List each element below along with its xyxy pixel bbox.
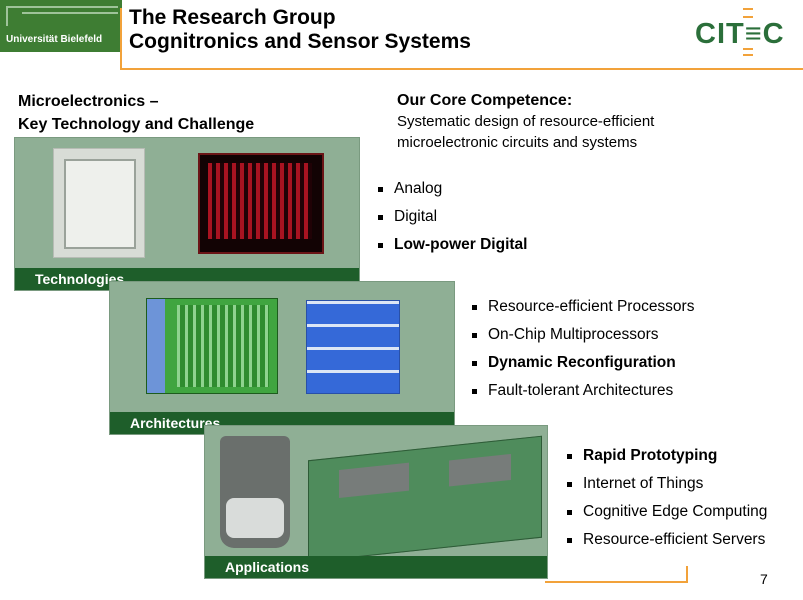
multiprocessor-image	[306, 300, 400, 394]
list-item: Rapid Prototyping	[567, 442, 767, 470]
applications-list: Rapid Prototyping Internet of Things Cog…	[567, 442, 767, 554]
technologies-list: Analog Digital Low-power Digital	[378, 175, 527, 259]
panel-label-bar: Applications	[205, 556, 547, 578]
university-logo-mark	[6, 6, 118, 26]
panel-applications: Applications	[204, 425, 548, 579]
core-competence-line2: microelectronic circuits and systems	[397, 134, 638, 151]
panel-architectures: Architectures	[109, 281, 455, 435]
citec-logo: CIT≡C	[695, 18, 785, 50]
list-item: Digital	[378, 203, 527, 231]
section-heading: Microelectronics – Key Technology and Ch…	[18, 90, 254, 136]
list-item: Resource-efficient Processors	[472, 293, 694, 321]
university-logo-text: Universität Bielefeld	[6, 34, 103, 45]
footer-rule-vertical	[686, 566, 688, 582]
architectures-list: Resource-efficient Processors On-Chip Mu…	[472, 293, 694, 405]
page-title-line1: The Research Group	[129, 6, 336, 29]
page-title: The Research Group Cognitronics and Sens…	[129, 6, 471, 54]
processor-floorplan-image	[146, 298, 278, 394]
panel-label: Technologies	[35, 271, 125, 287]
list-item: Low-power Digital	[378, 231, 527, 259]
title-frame	[120, 0, 803, 70]
chip-photo	[53, 148, 145, 258]
title-left-rule	[120, 8, 122, 70]
circuit-board-image	[308, 435, 542, 563]
list-item: Internet of Things	[567, 470, 767, 498]
section-heading-line2: Key Technology and Challenge	[18, 116, 255, 133]
list-item: Cognitive Edge Computing	[567, 498, 767, 526]
core-competence-line1: Systematic design of resource-efficient	[397, 113, 655, 130]
list-item: Resource-efficient Servers	[567, 526, 767, 554]
panel-technologies: Technologies	[14, 137, 360, 291]
list-item: Dynamic Reconfiguration	[472, 349, 694, 377]
core-competence-title: Our Core Competence:	[397, 92, 573, 109]
section-heading-line1: Microelectronics –	[18, 93, 159, 110]
page-number: 7	[760, 571, 768, 587]
page-title-line2: Cognitronics and Sensor Systems	[129, 30, 471, 53]
list-item: On-Chip Multiprocessors	[472, 321, 694, 349]
robot-image	[220, 436, 290, 548]
list-item: Analog	[378, 175, 527, 203]
citec-logo-bars	[743, 8, 753, 56]
chip-layout-image	[198, 153, 324, 254]
title-underline	[120, 68, 803, 70]
list-item: Fault-tolerant Architectures	[472, 377, 694, 405]
panel-label: Architectures	[130, 415, 221, 431]
university-logo: Universität Bielefeld	[0, 0, 122, 52]
core-competence-text: Systematic design of resource-efficient …	[397, 111, 654, 153]
footer-rule-horizontal	[545, 581, 688, 583]
panel-label: Applications	[225, 559, 310, 575]
